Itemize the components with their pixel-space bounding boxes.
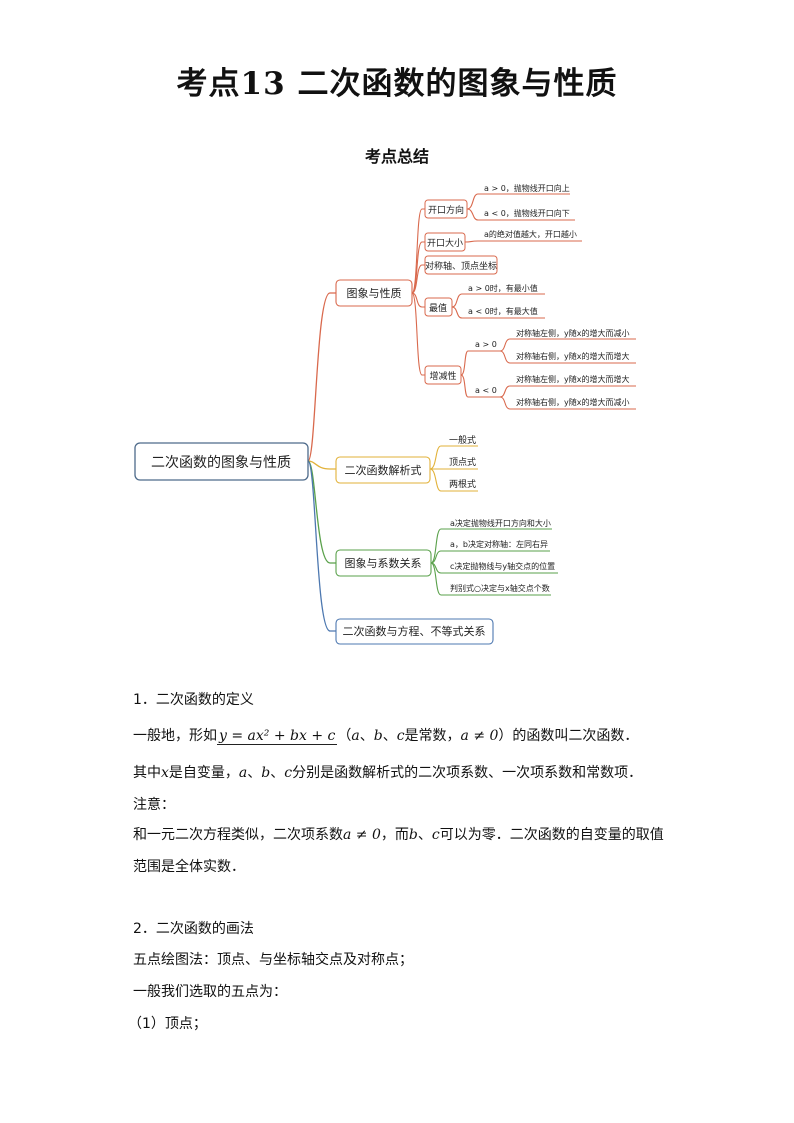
var-b: b [261, 765, 271, 781]
connector-eqn [307, 460, 336, 632]
mindmap: 二次函数的图象与性质 图象与性质 二次函数解析式 图象与系数关系 二次函数与方程… [134, 183, 636, 645]
var-b: b [373, 728, 383, 744]
leaf-mono-pos-1: 对称轴左侧，y随x的增大而减小 [516, 328, 629, 338]
leaf-mono-neg-1: 对称轴左侧，y随x的增大而增大 [516, 374, 629, 384]
leaf-mono-pos: a > 0 [475, 340, 497, 349]
section2-line2: 一般我们选取的五点为： [133, 984, 287, 1000]
node-eqn-label: 二次函数与方程、不等式关系 [343, 624, 486, 638]
connector-graph [307, 292, 336, 462]
node-graph-label: 图象与性质 [347, 286, 402, 300]
connector-axis [411, 264, 425, 294]
leaf-extreme-1: a > 0时，有最小值 [468, 283, 538, 293]
mindmap-root-label: 二次函数的图象与性质 [151, 455, 291, 471]
connector-mono [411, 292, 425, 376]
var-c: c [431, 827, 440, 843]
node-axis-label: 对称轴、顶点坐标 [425, 260, 497, 272]
node-formula [335, 456, 431, 484]
node-mono [424, 365, 462, 385]
connector-mono-pos-leaf2 [499, 350, 636, 364]
connector-mono-neg [460, 374, 500, 398]
connector-formula-leaf1 [429, 445, 478, 470]
node-open-dir [424, 199, 468, 219]
var-a: a [351, 728, 360, 744]
var-x: x [161, 765, 169, 781]
p2-mid: 是自变量， [168, 765, 239, 781]
p1-post: ）的函数叫二次函数． [498, 728, 639, 744]
leaf-coef-4: 判别式○决定与x轴交点个数 [450, 583, 550, 593]
equation-general: y = ax² + bx + c [217, 728, 338, 745]
leaf-open-dir-2: a < 0，抛物线开口向下 [484, 208, 570, 218]
var-c: c [284, 765, 293, 781]
connector-mono-neg-leaf1 [499, 385, 636, 398]
leaf-extreme-2: a < 0时，有最大值 [468, 306, 538, 316]
connector-open-dir-leaf1 [466, 193, 570, 210]
var-c: c [396, 728, 405, 744]
leaf-coef-3: c决定抛物线与y轴交点的位置 [450, 561, 555, 571]
node-axis [424, 255, 498, 275]
connector-open-size [411, 241, 425, 294]
leaf-coef-2: a，b决定对称轴：左同右异 [450, 539, 548, 549]
connector-mono-pos [460, 350, 500, 376]
p1-pre: 一般地，形如 [133, 728, 217, 744]
section1-heading: 1．二次函数的定义 [133, 692, 254, 708]
connector-open-dir-leaf2 [466, 208, 575, 221]
sep: 、 [359, 728, 374, 744]
var-a: a [238, 765, 248, 781]
node-graph [335, 279, 413, 307]
connector-formula [307, 460, 336, 470]
node-eqn [335, 618, 494, 645]
p3-pre: 和一元二次方程类似，二次项系数 [133, 827, 343, 843]
cond-a-nonzero: a ≠ 0 [460, 728, 499, 744]
connector-coef-leaf4 [430, 562, 551, 596]
section2-line3: （1）顶点； [128, 1016, 207, 1032]
leaf-formula-1: 一般式 [449, 434, 476, 446]
p1-mid: 是常数， [404, 728, 461, 744]
connector-formula-leaf3 [429, 468, 478, 492]
leaf-formula-2: 顶点式 [449, 456, 476, 468]
node-open-size [424, 232, 466, 252]
p3-mid: ，而 [380, 827, 409, 843]
leaf-open-size-1: a的绝对值越大，开口越小 [484, 229, 577, 239]
connector-mono-neg-leaf2 [499, 396, 636, 410]
node-extreme-label: 最值 [429, 302, 447, 314]
leaf-coef-1: a决定抛物线开口方向和大小 [450, 518, 551, 528]
connector-coef-leaf2 [430, 550, 550, 564]
node-open-size-label: 开口大小 [427, 237, 463, 249]
connector-open-size-leaf1 [464, 240, 582, 243]
page-title: 考点13 二次函数的图象与性质 [176, 66, 618, 102]
section2-heading: 2．二次函数的画法 [133, 921, 254, 937]
section1-paragraph3: 和一元二次方程类似，二次项系数a ≠ 0，而b、c可以为零．二次函数的自变量的取… [133, 827, 664, 843]
section1-note: 注意： [133, 797, 175, 813]
node-open-dir-label: 开口方向 [428, 204, 464, 216]
section1-paragraph2: 其中x是自变量，a、b、c分别是函数解析式的二次项系数、一次项系数和常数项． [133, 765, 643, 781]
leaf-mono-pos-2: 对称轴右侧，y随x的增大而增大 [516, 351, 629, 361]
leaf-mono-neg-2: 对称轴右侧，y随x的增大而减小 [516, 397, 629, 407]
leaf-mono-neg: a < 0 [475, 386, 497, 395]
cond-a-nonzero: a ≠ 0 [343, 827, 381, 843]
section-title: 考点总结 [364, 147, 429, 166]
leaf-open-dir-1: a > 0，抛物线开口向上 [484, 183, 570, 193]
node-coef-label: 图象与系数关系 [345, 556, 422, 570]
p2-pre: 其中 [133, 765, 161, 781]
node-mono-label: 增减性 [429, 370, 456, 382]
section2-line1: 五点绘图法：顶点、与坐标轴交点及对称点； [133, 952, 413, 968]
p3-post: 可以为零．二次函数的自变量的取值 [439, 827, 664, 843]
connector-extreme-leaf1 [451, 293, 545, 308]
node-coef [335, 549, 432, 577]
var-b: b [408, 827, 418, 843]
p2-post: 分别是函数解析式的二次项系数、一次项系数和常数项． [292, 765, 643, 781]
mindmap-root-node [134, 442, 309, 481]
connector-extreme-leaf2 [451, 306, 545, 319]
node-extreme [424, 297, 453, 317]
sep: 、 [382, 728, 397, 744]
section1-paragraph4: 范围是全体实数． [133, 859, 245, 875]
connector-coef-leaf1 [430, 528, 552, 564]
connector-mono-pos-leaf1 [499, 338, 636, 352]
node-formula-label: 二次函数解析式 [345, 463, 422, 477]
connector-extreme [411, 292, 425, 308]
leaf-formula-3: 两根式 [449, 478, 476, 490]
